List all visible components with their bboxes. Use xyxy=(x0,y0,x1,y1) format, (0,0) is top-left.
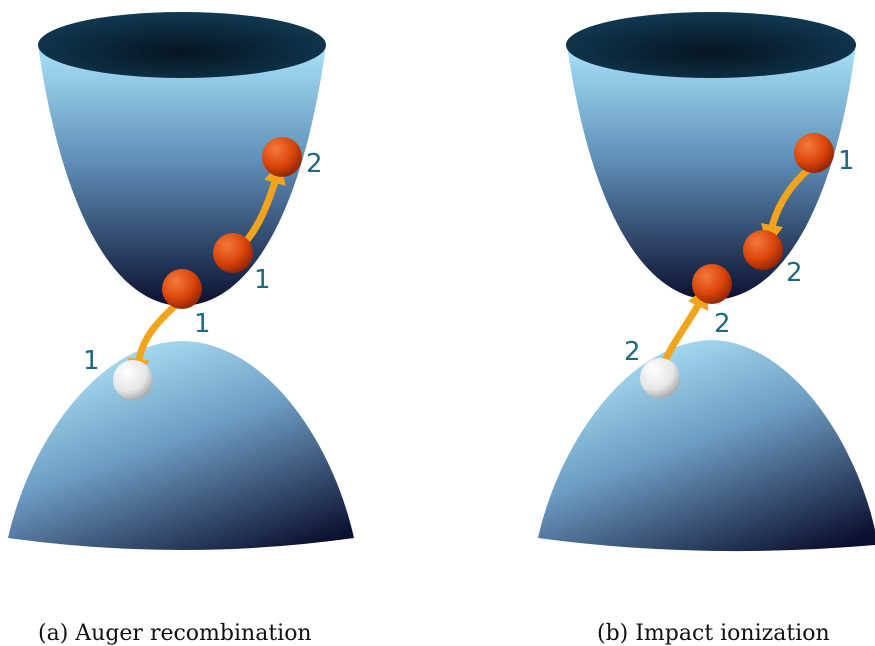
electron xyxy=(692,264,732,304)
conduction-band-opening xyxy=(38,12,326,78)
valence-band xyxy=(538,340,875,552)
conduction-band xyxy=(38,45,326,306)
electron xyxy=(213,233,253,273)
electron-label: 2 xyxy=(306,149,323,179)
transition-arrow xyxy=(760,164,814,248)
hole-label: 1 xyxy=(83,346,100,376)
panel-a: 2 1 1 1 (a) Auger recombination xyxy=(8,12,354,646)
electron xyxy=(794,133,834,173)
caption: (b) Impact ionization xyxy=(597,621,830,646)
electron-label: 2 xyxy=(786,258,803,288)
electron-label: 1 xyxy=(194,309,211,339)
conduction-band xyxy=(567,45,856,300)
conduction-band-opening xyxy=(566,12,856,78)
electron xyxy=(743,230,783,270)
hole xyxy=(640,358,680,398)
hole-label: 2 xyxy=(624,337,641,367)
electron-label: 1 xyxy=(254,265,271,295)
valence-band xyxy=(8,341,354,550)
caption: (a) Auger recombination xyxy=(38,621,312,646)
hole xyxy=(113,360,153,400)
panel-b: 1 2 2 2 (b) Impact ionization xyxy=(538,12,875,646)
electron-label: 2 xyxy=(714,309,731,339)
electron xyxy=(162,269,202,309)
electron xyxy=(262,137,302,177)
electron-label: 1 xyxy=(838,146,855,176)
